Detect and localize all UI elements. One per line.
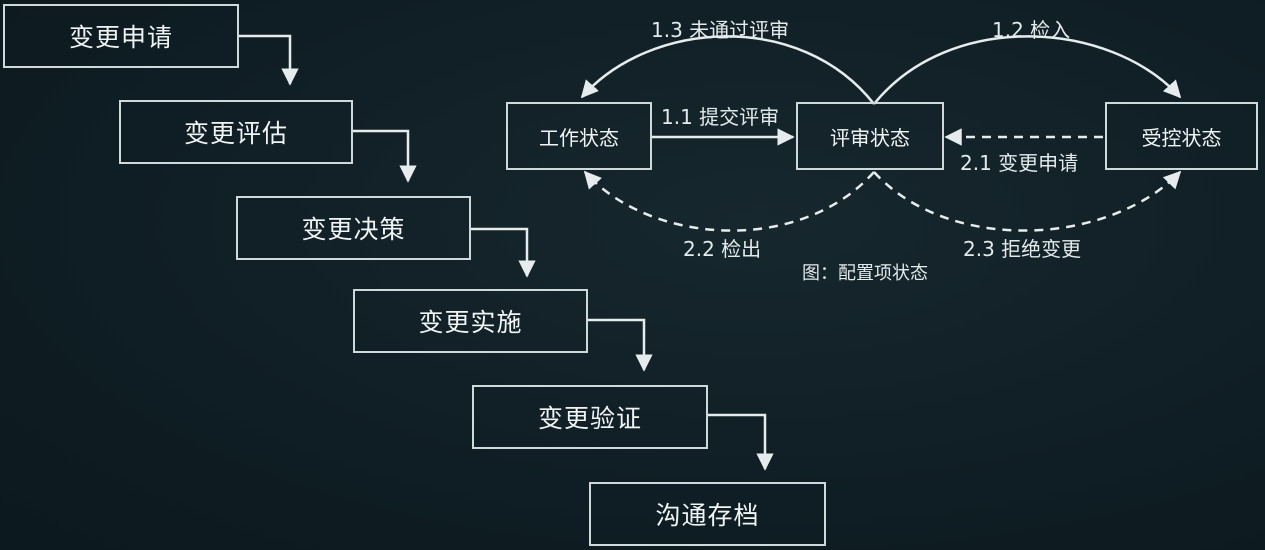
step-change-evaluation: 变更评估 — [119, 100, 353, 164]
step-change-decision: 变更决策 — [236, 196, 471, 260]
arrow-1-3 — [580, 35, 875, 105]
label-1-1: 1.1 提交评审 — [661, 105, 780, 129]
state-review: 评审状态 — [796, 102, 944, 170]
arrow-2-2 — [583, 170, 875, 232]
arrow-2-3 — [873, 170, 1182, 232]
step-arrow-3 — [471, 227, 536, 278]
step-arrow-1 — [239, 34, 299, 86]
step-arrow-4 — [588, 318, 653, 372]
step-change-implementation: 变更实施 — [353, 289, 588, 353]
step-arrow-2 — [353, 129, 417, 183]
state-working: 工作状态 — [506, 102, 652, 170]
label-2-1: 2.1 变更申请 — [960, 151, 1079, 175]
arrow-1-2 — [873, 35, 1182, 105]
step-change-verification: 变更验证 — [472, 385, 708, 449]
step-communication-archive: 沟通存档 — [589, 482, 826, 546]
state-controlled: 受控状态 — [1105, 102, 1258, 170]
step-arrow-5 — [708, 413, 774, 471]
label-1-2: 1.2 检入 — [992, 18, 1071, 42]
step-change-request: 变更申请 — [3, 4, 239, 68]
figure-caption: 图：配置项状态 — [802, 263, 928, 284]
label-1-3: 1.3 未通过评审 — [651, 18, 790, 42]
label-2-2: 2.2 检出 — [683, 237, 762, 261]
label-2-3: 2.3 拒绝变更 — [963, 237, 1082, 261]
